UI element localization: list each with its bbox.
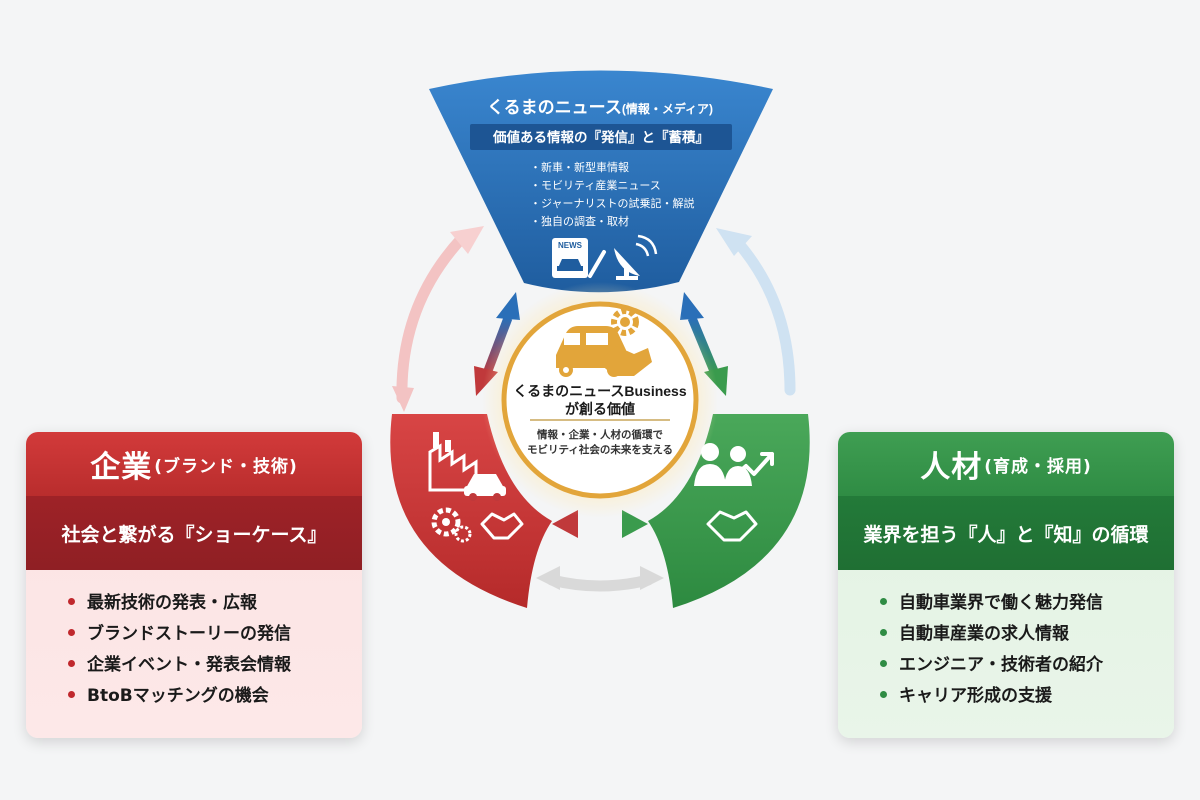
growth-arrow-icon [728, 452, 774, 482]
left-panel-tagline: 社会と繋がる『ショーケース』 [26, 496, 362, 570]
handshake-icon [598, 346, 652, 376]
newspaper-car-icon: NEWS [552, 238, 606, 278]
list-item: BtoBマッチングの機会 [68, 681, 362, 712]
bullet-dot [68, 629, 75, 636]
gears-icon [431, 507, 472, 543]
gear-icon [611, 308, 639, 336]
bullet-dot [880, 691, 887, 698]
top-title: くるまのニュース(情報・メディア) [487, 98, 713, 117]
list-item: エンジニア・技術者の紹介 [880, 650, 1174, 681]
top-list-item: ・新車・新型車情報 [530, 160, 629, 174]
bullet-dot [880, 598, 887, 605]
outer-arrow-bottom-head-left [536, 566, 560, 590]
left-handshake-icon [480, 512, 524, 540]
top-list: ・新車・新型車情報 ・モビリティ産業ニュース ・ジャーナリストの試乗記・解説 ・… [530, 160, 694, 228]
bullet-dot [68, 598, 75, 605]
arrow-red-blue-head-top [496, 292, 520, 320]
list-item-text: ブランドストーリーの発信 [87, 624, 291, 644]
outer-arrow-left-head-bottom [392, 386, 414, 412]
right-panel-talent: 人材(育成・採用) 業界を担う『人』と『知』の循環 自動車業界で働く魅力発信 自… [838, 432, 1174, 738]
list-item-text: 企業イベント・発表会情報 [87, 655, 291, 675]
outer-arrow-right [734, 239, 796, 396]
bullet-dot [880, 629, 887, 636]
outer-arrow-left-head-top [450, 226, 484, 254]
top-list-item-text: 独自の調査・取材 [541, 214, 629, 228]
top-list-item: ・ジャーナリストの試乗記・解説 [530, 196, 694, 210]
list-item-text: BtoBマッチングの機会 [87, 686, 269, 706]
center-desc-line1: 情報・企業・人材の循環で [537, 428, 663, 441]
satellite-dish-icon [614, 234, 658, 280]
left-panel-subtitle: (ブランド・技術) [154, 456, 298, 477]
arrow-blue-green-head-top [680, 292, 704, 320]
right-panel-tagline: 業界を担う『人』と『知』の循環 [838, 496, 1174, 570]
top-title-main: くるまのニュース [487, 98, 622, 117]
news-badge: NEWS [558, 241, 583, 250]
right-panel-list: 自動車業界で働く魅力発信 自動車産業の求人情報 エンジニア・技術者の紹介 キャリ… [838, 570, 1174, 712]
outer-arrows [392, 226, 796, 592]
list-item: 自動車産業の求人情報 [880, 619, 1174, 650]
list-item: 自動車業界で働く魅力発信 [880, 588, 1174, 619]
right-handshake-icon [706, 510, 758, 542]
left-panel-header: 企業(ブランド・技術) [26, 432, 362, 496]
list-item-text: キャリア形成の支援 [899, 686, 1052, 706]
right-panel-header: 人材(育成・採用) [838, 432, 1174, 496]
top-tagline-band [470, 124, 732, 150]
left-panel-list: 最新技術の発表・広報 ブランドストーリーの発信 企業イベント・発表会情報 Bto… [26, 570, 362, 712]
list-item: ブランドストーリーの発信 [68, 619, 362, 650]
bullet-dot [68, 660, 75, 667]
left-panel-title: 企業 [90, 450, 153, 485]
list-item: 企業イベント・発表会情報 [68, 650, 362, 681]
outer-arrow-left [396, 232, 468, 404]
top-title-sub: (情報・メディア) [622, 101, 713, 116]
center-title-line1: くるまのニュースBusiness [513, 383, 686, 399]
arrow-red-green-head-left [552, 510, 578, 538]
top-tagline: 価値ある情報の『発信』と『蓄積』 [492, 129, 709, 145]
arrow-red-green-head-right [622, 510, 648, 538]
list-item: キャリア形成の支援 [880, 681, 1174, 712]
top-list-item-text: モビリティ産業ニュース [541, 179, 661, 192]
top-list-item-text: 新車・新型車情報 [541, 160, 629, 174]
center-desc-line2: モビリティ社会の未来を支える [527, 443, 673, 456]
bullet-dot [880, 660, 887, 667]
list-item: 最新技術の発表・広報 [68, 588, 362, 619]
right-panel-subtitle: (育成・採用) [984, 456, 1092, 477]
left-car-icon [464, 474, 506, 501]
right-wedge [648, 414, 810, 608]
top-list-item: ・モビリティ産業ニュース [530, 179, 661, 192]
left-panel-company: 企業(ブランド・技術) 社会と繋がる『ショーケース』 最新技術の発表・広報 ブラ… [26, 432, 362, 738]
factory-icon [428, 432, 478, 492]
outer-arrow-bottom-head-right [640, 566, 664, 590]
list-item-text: 自動車業界で働く魅力発信 [899, 593, 1103, 613]
center-title-line2: が創る価値 [565, 401, 635, 417]
list-item-text: エンジニア・技術者の紹介 [899, 655, 1103, 675]
bullet-dot [68, 691, 75, 698]
list-item-text: 自動車産業の求人情報 [899, 624, 1069, 644]
top-list-item-text: ジャーナリストの試乗記・解説 [541, 196, 694, 210]
top-list-item: ・独自の調査・取材 [530, 214, 629, 228]
list-item-text: 最新技術の発表・広報 [87, 593, 257, 613]
outer-arrow-right-head [716, 228, 752, 256]
outer-arrow-bottom [546, 574, 654, 592]
right-panel-title: 人材 [920, 450, 983, 485]
